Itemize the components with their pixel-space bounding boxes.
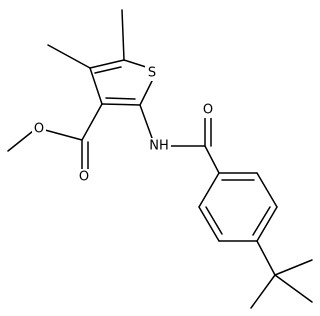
bond-c3-c4 (89, 67, 103, 105)
amide-oxygen-label: O (203, 103, 213, 118)
benzene-ring (198, 172, 278, 242)
ester-carbonyl-oxygen-label-bg (77, 169, 91, 185)
bond-s-c2 (139, 78, 154, 106)
bond-c2-n (139, 104, 153, 139)
bond-b3-b4 (256, 206, 278, 242)
sulfur-label-bg (145, 65, 159, 81)
bond-b3-b4-inner (252, 206, 271, 236)
bond-carbonyl-ester-o (44, 129, 83, 141)
methyl-c5-bond (121, 9, 125, 61)
methyl-c4-bond (47, 44, 91, 69)
tert-butyl-group (250, 240, 313, 309)
bond-quaternary-me1 (274, 259, 313, 276)
amide-oxygen-label-bg (201, 102, 215, 118)
sulfur-label: S (148, 66, 156, 81)
atom-labels: S O O O NH (32, 65, 215, 185)
bond-quaternary-me2 (274, 274, 313, 303)
amide-nitrogen-label: NH (149, 139, 169, 154)
bond-quaternary-me3 (250, 274, 276, 309)
bond-c4-c5 (89, 59, 125, 69)
bond-b4-quaternary (256, 240, 276, 276)
ester-carbonyl-oxygen-label: O (79, 170, 89, 185)
bond-b5-b6-inner (205, 206, 223, 235)
bond-ester-o-methyl (7, 130, 34, 152)
ester-oxygen-label: O (34, 122, 44, 137)
ester-oxygen-label-bg (32, 121, 46, 137)
amide-group (139, 104, 220, 174)
methyl-ester-group (7, 103, 103, 173)
bond-c4-c5-inner (94, 66, 122, 74)
amide-nitrogen-label-bg (147, 138, 171, 154)
bond-c5-s (123, 59, 147, 68)
bond-c2-c3 (101, 103, 141, 106)
bond-b2-b3 (256, 172, 278, 208)
thiophene-ring (89, 59, 154, 106)
bond-c2-c3-inner (105, 97, 136, 100)
bond-carbonyl-ring (204, 145, 220, 174)
bond-b6-b1 (198, 172, 220, 208)
bond-b5-b6 (198, 206, 220, 242)
bond-c3-carbonyl (81, 103, 103, 141)
